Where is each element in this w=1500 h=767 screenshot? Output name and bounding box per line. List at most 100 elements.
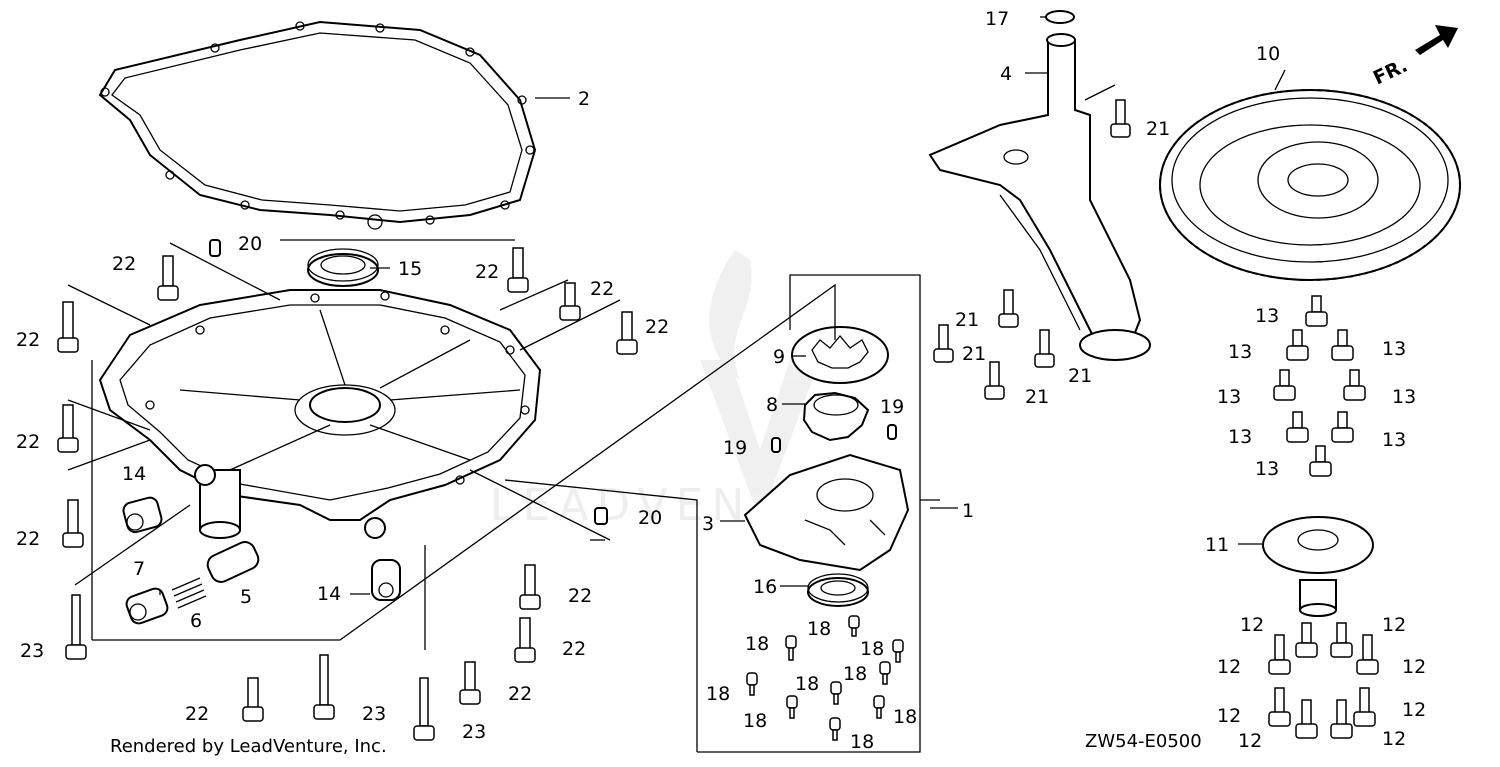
callout-12e: 12 (1217, 705, 1241, 727)
callout-22g: 22 (16, 528, 40, 550)
callout-13g: 13 (1382, 429, 1406, 451)
bolt-12 (1268, 634, 1291, 675)
callout-20b: 20 (638, 507, 662, 529)
bolt-22 (519, 564, 541, 610)
plug-14-upper (122, 496, 163, 534)
callout-14a: 14 (122, 463, 146, 485)
callout-5: 5 (240, 586, 252, 608)
callout-10: 10 (1256, 43, 1280, 65)
callout-18a: 18 (745, 633, 769, 655)
callout-12d: 12 (1402, 656, 1426, 678)
bolt-22 (559, 282, 581, 321)
callout-14b: 14 (317, 583, 341, 605)
callout-21e: 21 (1025, 386, 1049, 408)
pin-20a (209, 239, 221, 257)
outer-rotor-9 (791, 326, 889, 384)
callout-18c: 18 (860, 638, 884, 660)
callout-20a: 20 (238, 233, 262, 255)
callout-8: 8 (766, 394, 778, 416)
bolt-12 (1330, 699, 1353, 739)
bolt-22 (157, 255, 179, 301)
bolt-23 (313, 654, 335, 720)
callout-18i: 18 (850, 731, 874, 753)
callout-13e: 13 (1392, 386, 1416, 408)
bolt-13 (1273, 369, 1296, 401)
o-ring-17 (1045, 10, 1075, 24)
callout-18e: 18 (795, 673, 819, 695)
callout-12g: 12 (1238, 730, 1262, 752)
callout-11: 11 (1205, 534, 1229, 556)
callout-13f: 13 (1228, 426, 1252, 448)
callout-3: 3 (702, 513, 714, 535)
bolt-12 (1353, 687, 1376, 727)
callout-9: 9 (773, 346, 785, 368)
callout-22c: 22 (590, 278, 614, 300)
callout-18h: 18 (893, 706, 917, 728)
callout-12h: 12 (1382, 728, 1406, 750)
screw-18 (746, 672, 758, 696)
bolt-22 (62, 499, 84, 548)
bolt-21 (998, 289, 1019, 328)
pump-cover-3 (743, 453, 910, 572)
leader-lines (67, 16, 1286, 753)
plug-7 (125, 587, 169, 625)
case-cover-part (98, 289, 542, 539)
bolt-22 (57, 404, 79, 453)
callout-18f: 18 (706, 683, 730, 705)
callout-13h: 13 (1255, 458, 1279, 480)
front-arrow-icon: FR. (1370, 25, 1458, 89)
screw-18 (892, 639, 904, 663)
callout-22d: 22 (645, 316, 669, 338)
bolt-13 (1305, 295, 1328, 327)
bolt-23 (413, 677, 435, 741)
callout-23c: 23 (462, 721, 486, 743)
callout-22e: 22 (16, 329, 40, 351)
callout-18b: 18 (807, 618, 831, 640)
callout-21c: 21 (962, 343, 986, 365)
oil-pipe-4 (928, 33, 1151, 361)
callout-12f: 12 (1402, 699, 1426, 721)
spring-6 (171, 577, 207, 609)
bolt-21 (933, 324, 954, 363)
callout-22j: 22 (508, 683, 532, 705)
bolt-13 (1286, 329, 1309, 361)
screw-18 (848, 615, 860, 637)
bolt-21 (1110, 99, 1131, 138)
bolt-13 (1309, 445, 1332, 477)
flywheel-10 (1159, 89, 1461, 281)
callout-22i: 22 (562, 638, 586, 660)
screw-18 (873, 695, 885, 719)
callout-13d: 13 (1217, 386, 1241, 408)
callout-13c: 13 (1382, 338, 1406, 360)
oil-seal-16 (807, 573, 869, 607)
bolt-22 (507, 247, 529, 293)
inner-rotor-8 (802, 391, 870, 442)
render-credit: Rendered by LeadVenture, Inc. (110, 736, 387, 757)
screw-18 (785, 635, 797, 661)
callout-22f: 22 (16, 431, 40, 453)
gasket-part (98, 20, 537, 230)
callout-15: 15 (398, 258, 422, 280)
bolt-21 (984, 361, 1005, 400)
callout-6: 6 (190, 610, 202, 632)
callout-7: 7 (133, 558, 145, 580)
screw-18 (829, 717, 841, 741)
hub-11 (1262, 516, 1374, 617)
callout-19b: 19 (880, 396, 904, 418)
oil-seal-15 (307, 248, 379, 287)
pin-19a (771, 437, 781, 453)
diagram-code: ZW54-E0500 (1085, 731, 1202, 752)
callout-12c: 12 (1217, 656, 1241, 678)
pin-20b (594, 507, 608, 525)
callout-22b: 22 (475, 261, 499, 283)
callout-22h: 22 (568, 585, 592, 607)
callout-16: 16 (753, 576, 777, 598)
bolt-21 (1034, 329, 1055, 368)
bolt-22 (242, 677, 264, 722)
bolt-13 (1331, 411, 1354, 443)
callout-21a: 21 (1146, 118, 1170, 140)
bolt-13 (1343, 369, 1366, 401)
callout-13a: 13 (1255, 305, 1279, 327)
